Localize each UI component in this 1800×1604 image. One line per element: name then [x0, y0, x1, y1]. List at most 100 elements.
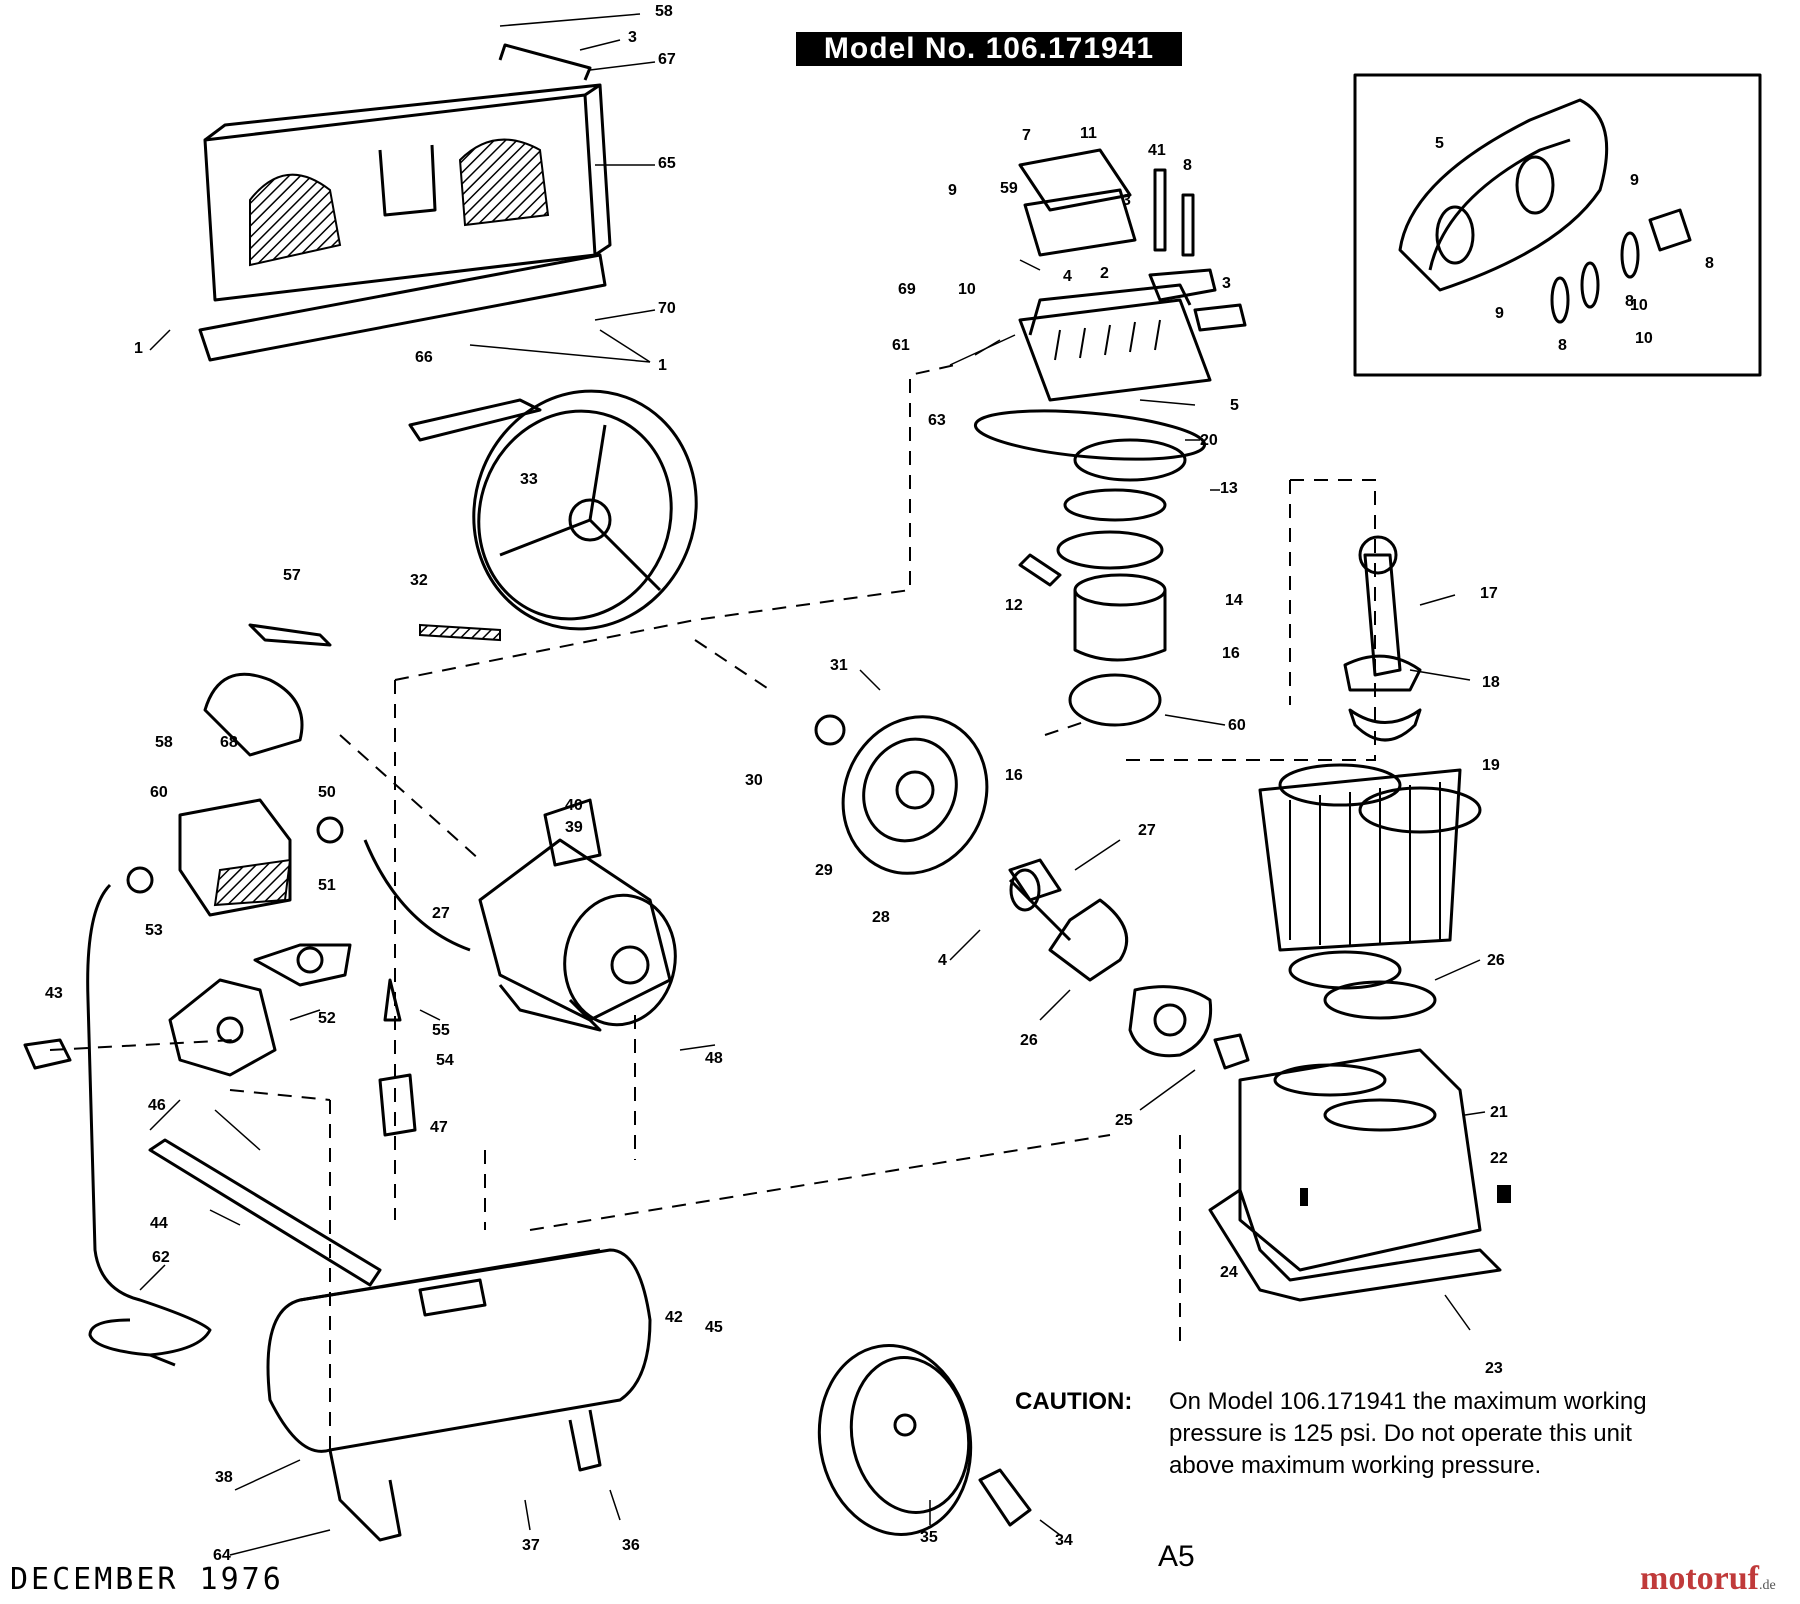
- caution-line: above maximum working pressure.: [1169, 1452, 1542, 1479]
- callout-46: 46: [148, 1097, 166, 1114]
- callout-30: 30: [745, 772, 763, 789]
- callout-16: 16: [1222, 645, 1240, 662]
- callout-35: 35: [920, 1529, 938, 1546]
- callout-19: 19: [1482, 757, 1500, 774]
- callout-52: 52: [318, 1010, 336, 1027]
- callout-16-b: 16: [1005, 767, 1023, 784]
- callout-69: 69: [898, 281, 916, 298]
- callouts: 58 3 67 65 1 66 70 1 7 11 41 8 9 59 3 10…: [45, 3, 1714, 1564]
- watermark-name: motoruf: [1640, 1560, 1759, 1597]
- callout-53: 53: [145, 922, 163, 939]
- callout-41: 41: [1148, 142, 1166, 159]
- power-cord: [86, 883, 212, 1367]
- callout-8-c: 8: [1625, 293, 1634, 310]
- pressure-switch: [23, 623, 417, 1137]
- cylinder: [1258, 763, 1482, 1020]
- callout-23: 23: [1485, 1360, 1503, 1377]
- callout-51: 51: [318, 877, 336, 894]
- model-number-title: Model No. 106.171941: [796, 32, 1182, 66]
- callout-22: 22: [1490, 1150, 1508, 1167]
- callout-58-b: 58: [155, 734, 173, 751]
- callout-42: 42: [665, 1309, 683, 1326]
- assembly-lines: [49, 364, 1376, 1450]
- callout-26: 26: [1020, 1032, 1038, 1049]
- callout-39: 39: [565, 819, 583, 836]
- belt-guard: [198, 43, 612, 362]
- callout-27: 27: [1138, 822, 1156, 839]
- callout-33: 33: [520, 471, 538, 488]
- callout-4-b: 4: [938, 952, 947, 969]
- callout-67: 67: [658, 51, 676, 68]
- callout-70: 70: [658, 300, 676, 317]
- callout-5-b: 5: [1435, 135, 1444, 152]
- callout-50: 50: [318, 784, 336, 801]
- callout-65: 65: [658, 155, 676, 172]
- callout-34: 34: [1055, 1532, 1073, 1549]
- callout-48: 48: [705, 1050, 723, 1067]
- callout-10: 10: [958, 281, 976, 298]
- caution-line: On Model 106.171941 the maximum working: [1169, 1388, 1647, 1415]
- callout-26-b: 26: [1487, 952, 1505, 969]
- callout-8-b: 8: [1705, 255, 1714, 272]
- callout-8: 8: [1183, 157, 1192, 174]
- crankcase: [1208, 1048, 1511, 1302]
- callout-24: 24: [1220, 1264, 1238, 1281]
- callout-1: 1: [134, 340, 143, 357]
- callout-11: 11: [1080, 125, 1097, 142]
- callout-14: 14: [1225, 592, 1243, 609]
- callout-54: 54: [436, 1052, 454, 1069]
- callout-18: 18: [1482, 674, 1500, 691]
- callout-9-b: 9: [1630, 172, 1639, 189]
- callout-3-c: 3: [1222, 275, 1231, 292]
- callout-28: 28: [872, 909, 890, 926]
- watermark-suffix: .de: [1758, 1578, 1776, 1593]
- detail-inset: [1353, 73, 1762, 377]
- callout-10-b: 10: [1630, 297, 1648, 314]
- callout-29: 29: [815, 862, 833, 879]
- callout-17: 17: [1480, 585, 1498, 602]
- callout-58: 58: [655, 3, 673, 20]
- callout-38: 38: [215, 1469, 233, 1486]
- callout-20: 20: [1200, 432, 1218, 449]
- callout-66: 66: [415, 349, 433, 366]
- callout-7: 7: [1022, 127, 1031, 144]
- motor: [363, 798, 677, 1032]
- callout-60: 60: [1228, 717, 1246, 734]
- callout-64: 64: [213, 1547, 231, 1564]
- callout-44: 44: [150, 1215, 168, 1232]
- callout-63: 63: [928, 412, 946, 429]
- callout-13: 13: [1220, 480, 1238, 497]
- callout-2: 2: [1100, 265, 1109, 282]
- callout-3: 3: [628, 29, 637, 46]
- callout-62: 62: [152, 1249, 170, 1266]
- watermark-logo: motoruf.de: [1640, 1560, 1776, 1598]
- callout-40: 40: [565, 797, 583, 814]
- flywheel: [408, 389, 698, 642]
- callout-27-b: 27: [432, 905, 450, 922]
- callout-25: 25: [1115, 1112, 1133, 1129]
- callout-9: 9: [948, 182, 957, 199]
- callout-37: 37: [522, 1537, 540, 1554]
- callout-47: 47: [430, 1119, 448, 1136]
- callout-21: 21: [1490, 1104, 1508, 1121]
- callout-4: 4: [1063, 268, 1072, 285]
- callout-61: 61: [892, 337, 910, 354]
- callout-31: 31: [830, 657, 848, 674]
- diagram-date: DECEMBER 1976: [10, 1562, 284, 1597]
- caution-text: On Model 106.171941 the maximum working …: [1169, 1386, 1795, 1482]
- callout-5: 5: [1230, 397, 1239, 414]
- leader-lines: [139, 13, 1486, 1556]
- callout-8-d: 8: [1558, 337, 1567, 354]
- callout-55: 55: [432, 1022, 450, 1039]
- page-reference: A5: [1158, 1540, 1195, 1573]
- callout-12: 12: [1005, 597, 1023, 614]
- callout-59: 59: [1000, 180, 1018, 197]
- callout-68: 68: [220, 734, 238, 751]
- callout-9-c: 9: [1495, 305, 1504, 322]
- caution-label: CAUTION:: [1015, 1388, 1133, 1415]
- cylinder-head: [973, 148, 1247, 727]
- caution-line: pressure is 125 psi. Do not operate this…: [1169, 1420, 1632, 1447]
- callout-1-b: 1: [658, 357, 667, 374]
- callout-10-c: 10: [1635, 330, 1653, 347]
